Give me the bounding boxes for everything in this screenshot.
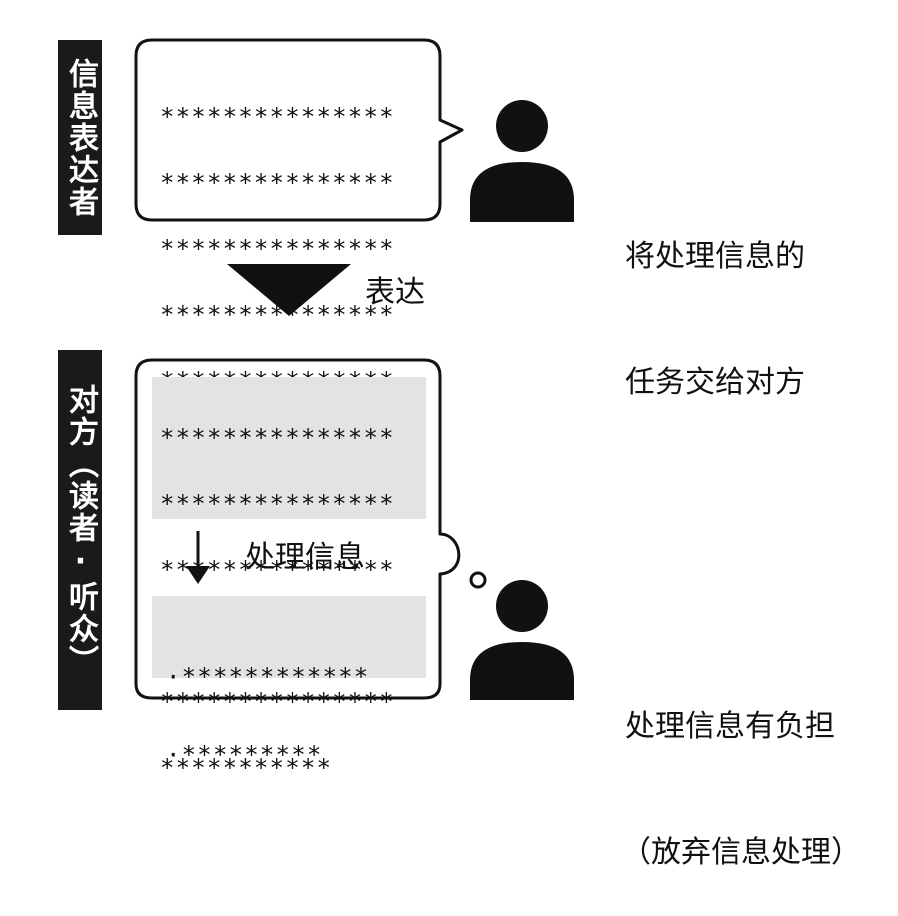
received-message-line: *************** <box>160 688 395 716</box>
summary-panel <box>152 596 426 678</box>
receiver-caption-line: 处理信息有负担 <box>625 709 835 744</box>
express-label: 表达 <box>365 275 425 310</box>
sender-caption-line: 将处理信息的 <box>625 239 805 274</box>
summary-text: ·************ ·********* <box>166 612 369 794</box>
summary-line: ·********* <box>166 741 323 769</box>
sender-message-line: *************** <box>160 235 395 263</box>
process-arrow-icon <box>186 531 210 584</box>
sender-message-line: *************** <box>160 103 395 131</box>
receiver-role-label: 对方（读者·听众） <box>63 383 98 677</box>
receiver-caption-line: （放弃信息处理） <box>621 835 861 870</box>
express-arrow-icon <box>227 264 351 316</box>
sender-message-line: *************** <box>160 301 395 329</box>
thought-bubble-dot <box>469 571 487 589</box>
received-message-line: *************** <box>160 490 395 518</box>
sender-caption: 将处理信息的 任务交给对方 <box>625 152 805 446</box>
sender-person-icon <box>470 100 574 222</box>
sender-caption-line: 任务交给对方 <box>625 365 805 400</box>
receiver-caption: 处理信息有负担 （放弃信息处理） <box>621 622 861 916</box>
sender-message-line: *************** <box>160 169 395 197</box>
received-text-panel <box>152 377 426 519</box>
receiver-person-icon <box>470 580 574 700</box>
received-message-line: *************** <box>160 424 395 452</box>
sender-role-tab: 信息表达者 <box>58 40 102 235</box>
process-label: 处理信息 <box>245 540 365 575</box>
sender-role-label: 信息表达者 <box>63 57 98 218</box>
summary-line: ·************ <box>166 663 370 691</box>
receiver-role-tab: 对方（读者·听众） <box>58 350 102 710</box>
received-message-line: *************** <box>160 556 395 584</box>
speech-bubble <box>134 38 464 222</box>
